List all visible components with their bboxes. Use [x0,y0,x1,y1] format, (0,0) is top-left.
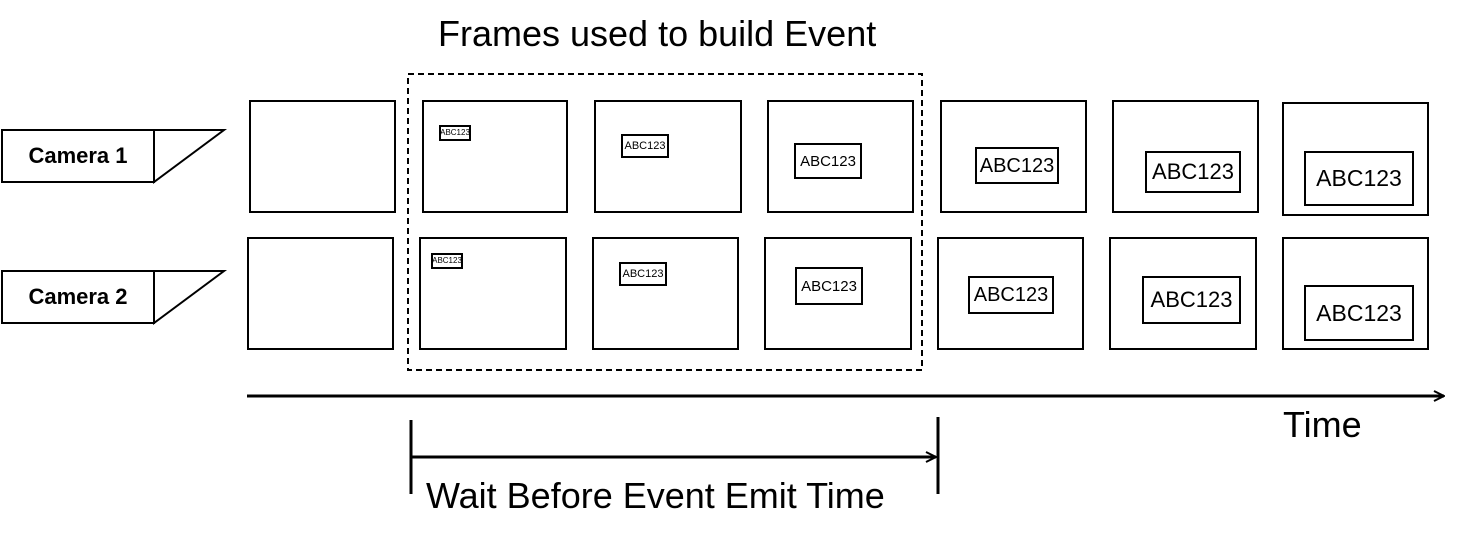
camera-2-frame-4: ABC123 [764,237,912,350]
camera-1-frame-4: ABC123 [767,100,914,213]
camera-1-frame-3: ABC123 [594,100,742,213]
camera-1-frame-5: ABC123 [940,100,1087,213]
camera-2-icon [1,270,228,325]
camera-1-frame-6: ABC123 [1112,100,1259,213]
camera-2-frame-6: ABC123 [1109,237,1257,350]
camera-2-frame-1 [247,237,394,350]
camera-2-label: Camera 2 [28,284,128,309]
camera-1-frame-2-plate: ABC123 [439,125,471,141]
camera-2-frame-2: ABC123 [419,237,567,350]
camera-1-frame-3-plate: ABC123 [621,134,669,158]
camera-2-frame-5: ABC123 [937,237,1084,350]
camera-2-frame-3: ABC123 [592,237,739,350]
camera-2-frame-4-plate: ABC123 [795,267,863,305]
camera-1-frame-4-plate: ABC123 [794,143,862,179]
camera-2-frame-7-plate: ABC123 [1304,285,1414,341]
camera-1-frame-7: ABC123 [1282,102,1429,216]
camera-1-label: Camera 1 [28,143,128,168]
camera-1-icon [1,129,228,184]
camera-1-frame-6-plate: ABC123 [1145,151,1241,193]
camera-2-frame-3-plate: ABC123 [619,262,667,286]
camera-1-frame-2: ABC123 [422,100,568,213]
diagram-title: Frames used to build Event [438,13,877,54]
camera-1-frame-1 [249,100,396,213]
camera-2-frame-7: ABC123 [1282,237,1429,350]
camera-1-frame-7-plate: ABC123 [1304,151,1414,206]
wait-interval-label: Wait Before Event Emit Time [426,475,885,516]
camera-1-frame-5-plate: ABC123 [975,147,1059,184]
event-frames-selection [407,73,923,371]
camera-2-frame-2-plate: ABC123 [431,253,463,269]
camera-2-frame-6-plate: ABC123 [1142,276,1241,324]
time-axis-label: Time [1283,404,1362,445]
camera-2-frame-5-plate: ABC123 [968,276,1054,314]
